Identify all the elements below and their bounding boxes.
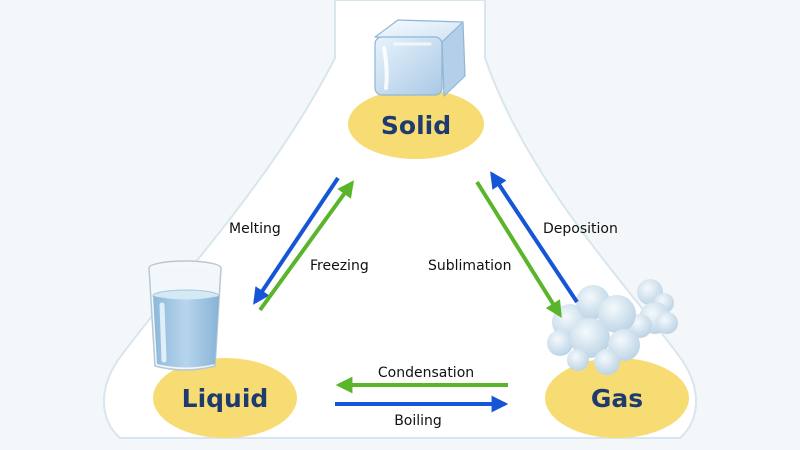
liquid-ellipse [153,358,297,438]
condensation-label: Condensation [378,365,474,381]
freezing-arrow [258,180,354,312]
deposition-arrow [490,171,579,304]
gas-ellipse [545,358,689,438]
gas-label: Gas [591,384,643,413]
solid-ellipse [348,89,484,159]
freezing-label: Freezing [310,258,369,274]
flask-shape [103,0,697,439]
sublimation-arrow [475,180,562,318]
vapor-cloud-icon [547,279,678,375]
liquid-label: Liquid [182,384,269,413]
deposition-label: Deposition [543,221,618,237]
sublimation-label: Sublimation [428,258,511,274]
melting-arrow [253,176,340,305]
water-glass-icon [148,260,222,371]
boiling-label: Boiling [394,413,442,429]
solid-label: Solid [381,111,451,140]
melting-label: Melting [229,221,281,237]
ice-cube-icon [374,19,466,97]
